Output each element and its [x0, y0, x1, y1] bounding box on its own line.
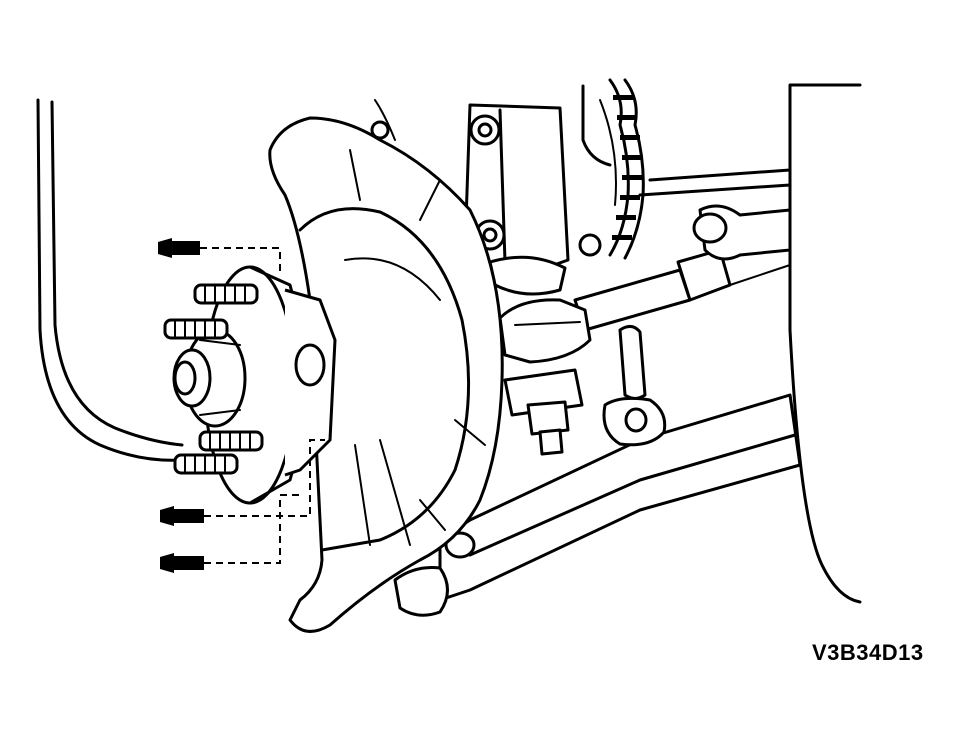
hub-bolt-lower [160, 494, 300, 573]
hub-bolt-middle [160, 439, 325, 526]
figure-code: V3B34D13 [812, 640, 924, 665]
lower-control-arm [393, 393, 802, 617]
stabilizer-link [602, 325, 667, 447]
body-panel-outline [788, 83, 862, 604]
wheel-stud [173, 453, 239, 475]
wheel-studs [163, 283, 264, 475]
brake-hose [608, 78, 645, 260]
wheel-well-outline [36, 98, 184, 462]
ball-joint [503, 368, 584, 456]
tie-rod-end [498, 298, 592, 364]
hub-bolt-upper [158, 238, 281, 272]
wheel-stud [198, 430, 264, 452]
hub-mounting-bolts [158, 238, 325, 573]
wheel-stud [193, 283, 259, 305]
frame-crossmember [581, 84, 792, 206]
steering-knuckle [370, 99, 602, 296]
wheel-stud [163, 318, 229, 340]
tie-rod-assembly [573, 204, 792, 332]
